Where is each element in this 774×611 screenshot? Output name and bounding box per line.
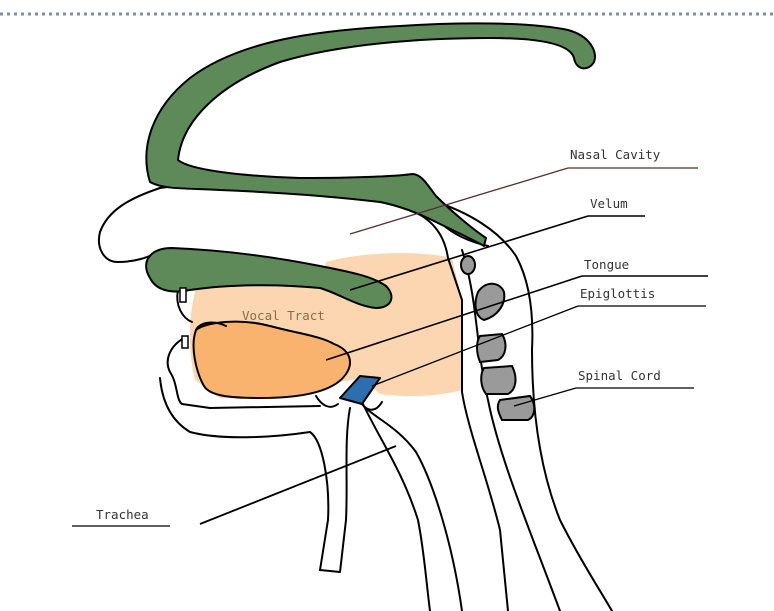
upper-tooth	[180, 288, 186, 302]
vertebra-4	[498, 396, 534, 420]
vertebra-2	[477, 334, 505, 362]
trachea-outline	[362, 402, 430, 611]
label-tongue: Tongue	[584, 257, 629, 272]
label-trachea: Trachea	[96, 507, 149, 522]
label-epiglottis: Epiglottis	[580, 286, 655, 301]
label-velum: Velum	[590, 196, 628, 211]
skull-bone	[146, 23, 595, 246]
label-nasal-cavity: Nasal Cavity	[570, 147, 661, 162]
label-vocal-tract: Vocal Tract	[242, 308, 325, 323]
lower-tooth	[182, 336, 188, 348]
vertebra-1	[476, 284, 505, 320]
vertebra-top	[461, 256, 475, 274]
vertebra-3	[481, 366, 515, 394]
trachea-pointer	[200, 446, 396, 524]
label-spinal-cord: Spinal Cord	[578, 368, 661, 383]
